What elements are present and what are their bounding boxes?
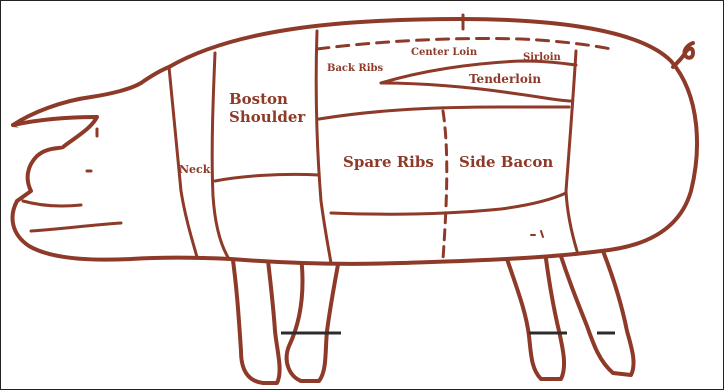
label-boston-shoulder-line2: Shoulder <box>229 108 306 126</box>
front-left-leg <box>287 256 339 381</box>
rear-left-leg <box>506 256 564 379</box>
body-outline <box>13 19 697 264</box>
label-spare-ribs: Spare Ribs <box>343 153 434 171</box>
rear-right-leg <box>556 241 634 375</box>
label-center-loin: Center Loin <box>411 47 478 58</box>
label-boston-shoulder-line1: Boston <box>229 90 288 108</box>
label-neck: Neck <box>179 163 211 176</box>
label-side-bacon: Side Bacon <box>459 153 553 171</box>
front-right-leg <box>231 246 280 383</box>
tail <box>673 43 693 67</box>
label-back-ribs: Back Ribs <box>327 63 384 74</box>
label-tenderloin: Tenderloin <box>469 72 541 86</box>
label-sirloin: Sirloin <box>523 52 562 63</box>
